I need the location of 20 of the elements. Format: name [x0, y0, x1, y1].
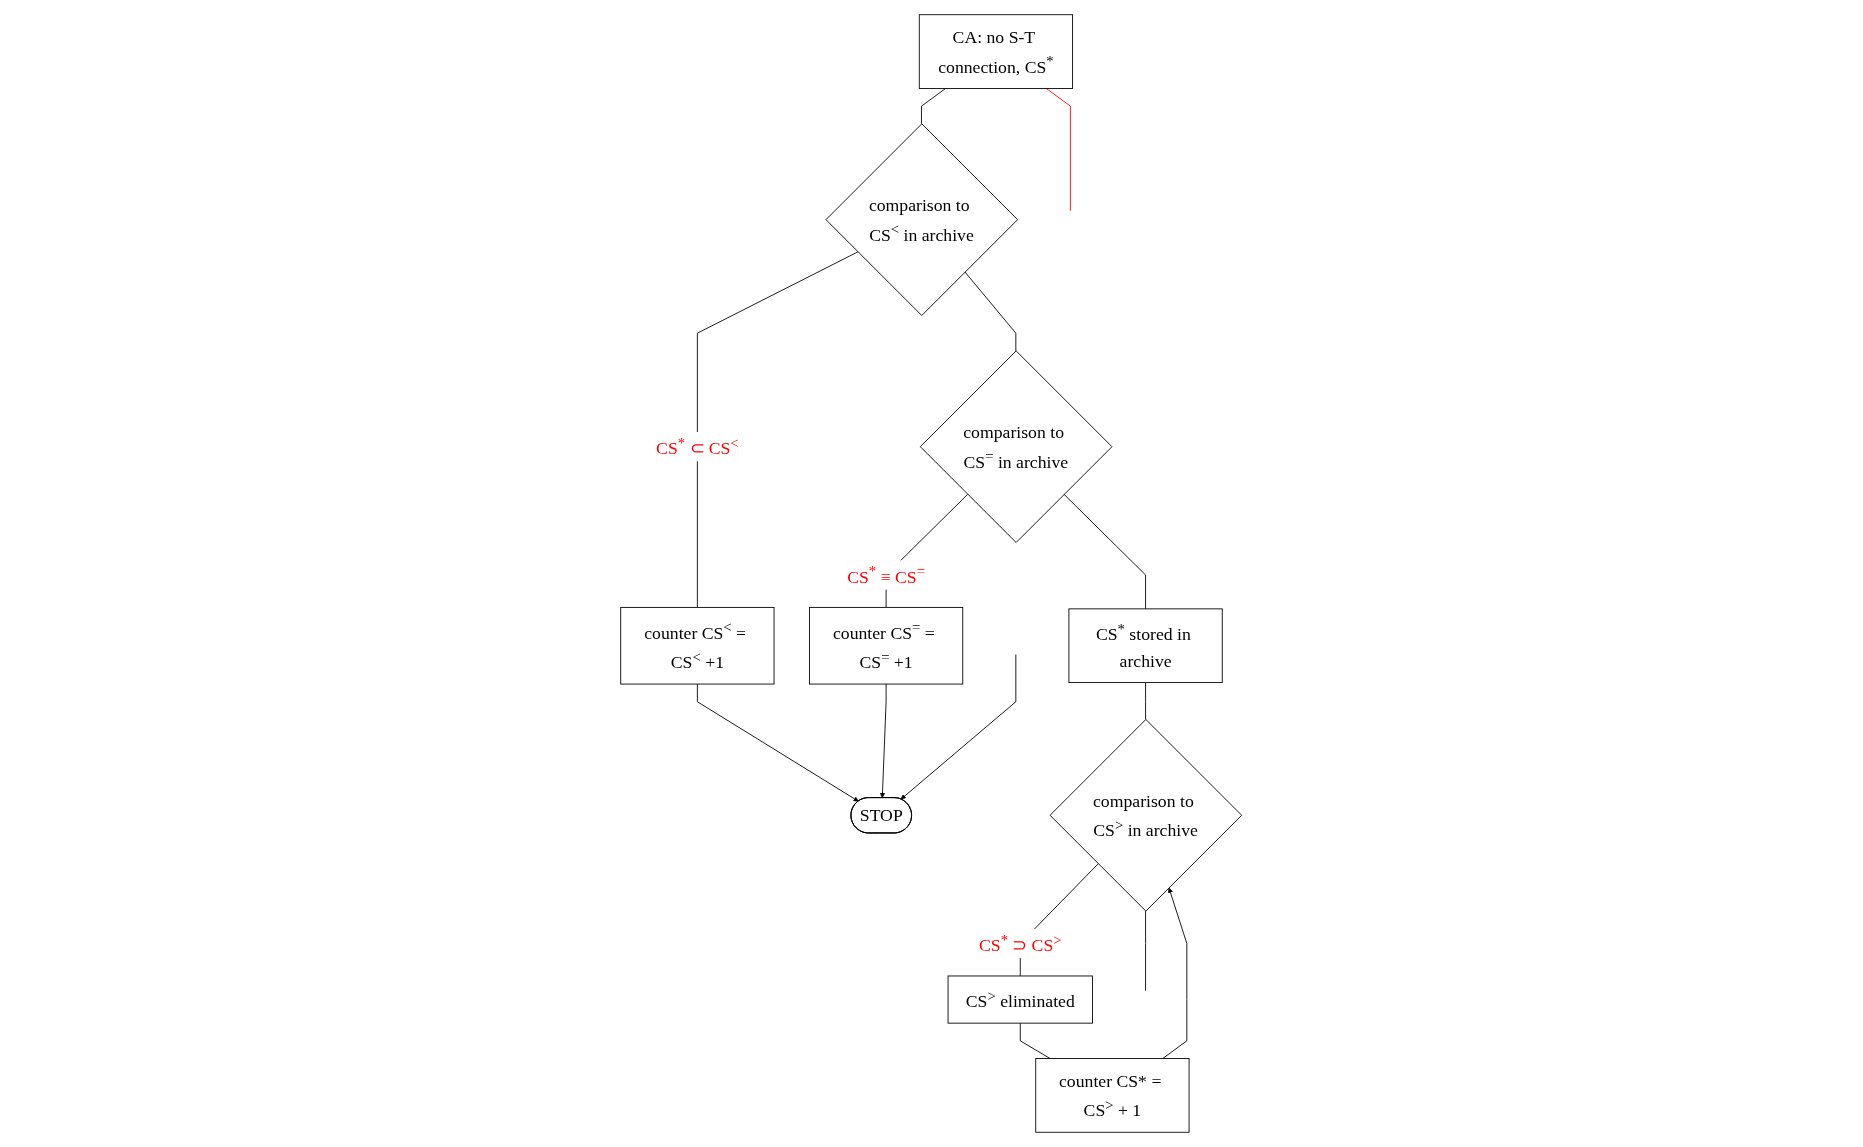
- edge-label: CS$^{*}$ ⊃ CS$^{>}$: [979, 931, 1062, 955]
- node-box: CS$^{>}$ eliminated: [947, 975, 1094, 1024]
- node-box: counter CS$^{<}$ = CS$^{<}$ +1: [620, 606, 775, 685]
- connector: [1020, 1022, 1051, 1059]
- connector: [921, 88, 947, 125]
- connector: [1145, 682, 1147, 720]
- node-diamond: comparison to CS$^{<}$ in archive: [825, 123, 1019, 316]
- connector: [1046, 88, 1072, 212]
- node-box: CS$^{*}$ stored in archive: [1068, 608, 1223, 684]
- node-diamond: comparison to CS$^{=}$ in archive: [920, 350, 1113, 543]
- connector: [964, 271, 1017, 352]
- edge-label: CS$^{*}$ ⊂ CS$^{<}$: [656, 434, 739, 458]
- node-box: counter CS$^{=}$ = CS$^{=}$ +1: [809, 606, 964, 685]
- node-box: counter CS* = CS$^{>}$ + 1: [1035, 1058, 1190, 1133]
- edge-label: CS$^{*}$ ≡ CS$^{=}$: [847, 563, 926, 587]
- connector: [697, 251, 859, 608]
- connector: [1145, 910, 1147, 992]
- node-diamond: comparison to CS$^{>}$ in archive: [1049, 719, 1243, 912]
- connector: [1063, 493, 1147, 610]
- node-box: CA: no S-T connection, CS$^{*}$: [919, 14, 1074, 89]
